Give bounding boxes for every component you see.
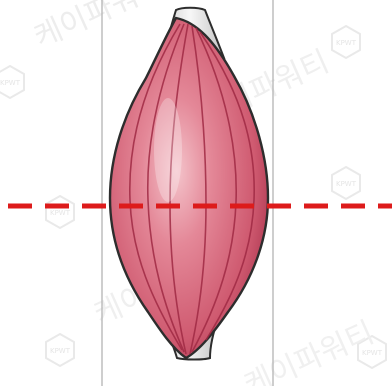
watermark-badge-text: KPWT [336,180,357,188]
watermark-text: 케이파워티 [29,0,169,55]
watermark-badge-text: KPWT [0,79,21,87]
watermark-badge: KPWT [46,334,74,366]
watermark-text: 케이파워티 [239,315,379,386]
watermark-badge: KPWT [46,196,74,228]
watermark-badge: KPWT [0,66,24,98]
watermark-badge-text: KPWT [50,347,71,355]
watermark-badge-text: KPWT [50,209,71,217]
muscle-highlight [154,98,182,202]
watermark-badge: KPWT [332,26,360,58]
watermark-badge-text: KPWT [336,39,357,47]
watermark-badge: KPWT [332,167,360,199]
